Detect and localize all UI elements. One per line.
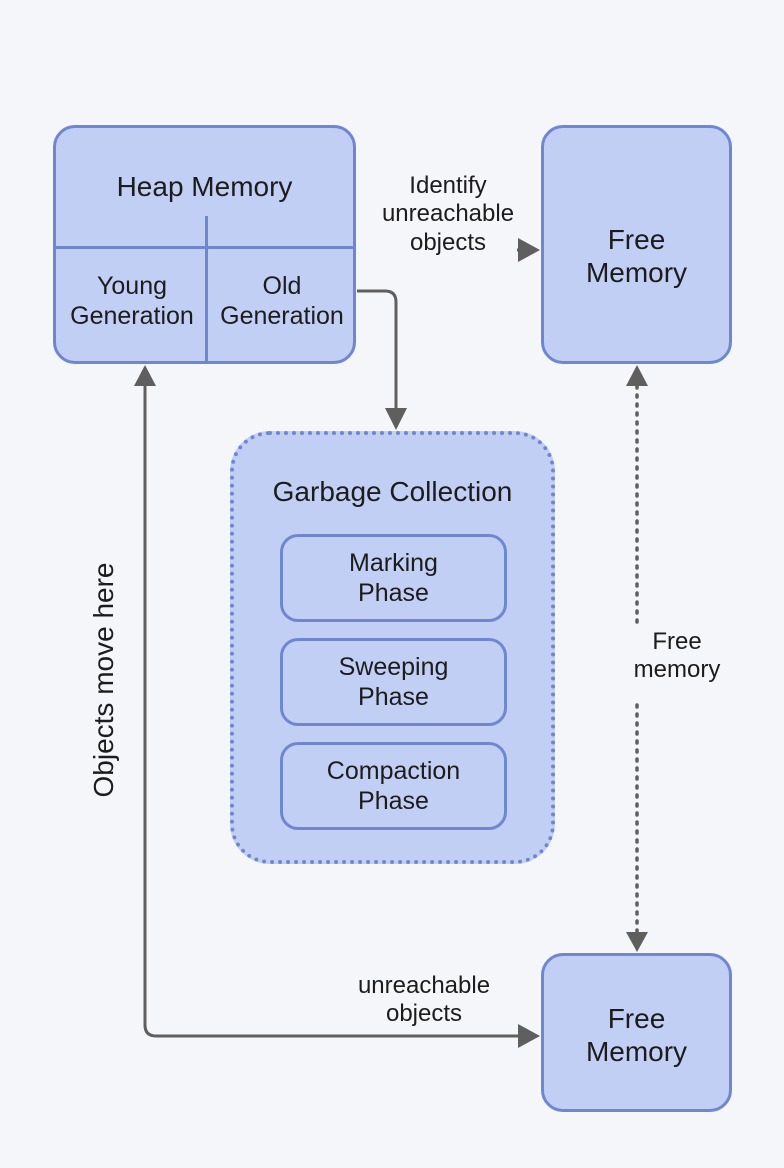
free-memory-box-top: Free Memory xyxy=(541,125,732,364)
sweeping-phase-box: Sweeping Phase xyxy=(280,638,507,726)
heap-memory-box: Heap Memory Young Generation Old Generat… xyxy=(53,125,356,364)
free-memory-edge-label: Free memory xyxy=(604,628,750,685)
compaction-phase-box: Compaction Phase xyxy=(280,742,507,830)
free-memory-box-bottom: Free Memory xyxy=(541,953,732,1112)
free-memory-label-top: Free Memory xyxy=(585,224,688,289)
garbage-collection-box: Garbage Collection Marking Phase Sweepin… xyxy=(230,431,555,864)
sweeping-phase-label: Sweeping Phase xyxy=(338,652,449,712)
unreachable-objects-label: unreachable objects xyxy=(357,972,491,1028)
compaction-phase-label: Compaction Phase xyxy=(326,756,461,816)
heap-vertical-divider xyxy=(205,216,208,361)
identify-unreachable-label: Identify unreachable objects xyxy=(381,172,515,256)
old-generation-label: Old Generation xyxy=(220,272,344,330)
marking-phase-label: Marking Phase xyxy=(349,548,438,608)
objects-move-here-label: Objects move here xyxy=(88,562,119,798)
arrow-heap-to-garbage-collection xyxy=(357,289,407,430)
free-memory-label-bottom: Free Memory xyxy=(585,1003,688,1068)
young-generation-label: Young Generation xyxy=(70,272,194,330)
heap-horizontal-divider xyxy=(56,246,353,249)
marking-phase-box: Marking Phase xyxy=(280,534,507,622)
heap-memory-title: Heap Memory xyxy=(116,171,293,202)
garbage-collection-title: Garbage Collection xyxy=(272,476,513,507)
